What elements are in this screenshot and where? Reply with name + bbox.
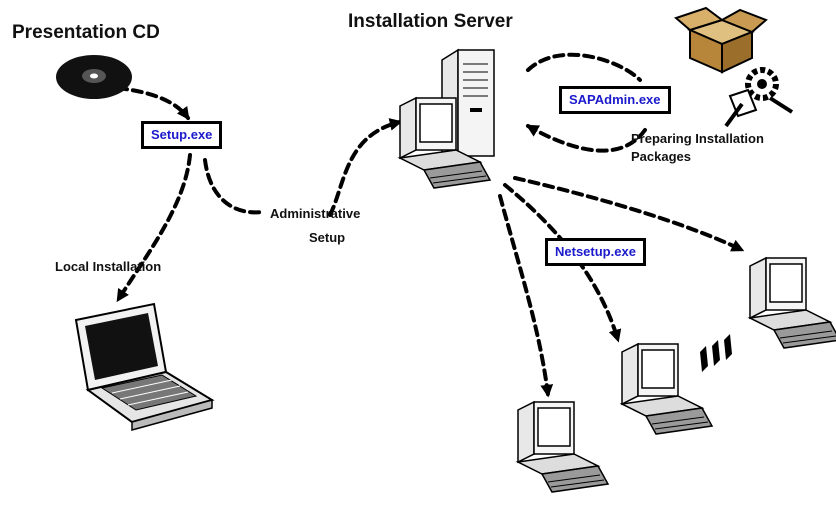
gear-tools-icon bbox=[724, 67, 794, 128]
workstation-icon bbox=[749, 257, 836, 349]
setup-exe-label: Setup.exe bbox=[141, 121, 223, 149]
server-icon bbox=[399, 48, 495, 189]
laptop-icon bbox=[74, 302, 215, 431]
workstation-icon bbox=[517, 401, 609, 493]
workstation-icon bbox=[621, 343, 713, 435]
ellipsis-marks bbox=[700, 334, 732, 372]
connector-lines bbox=[116, 52, 745, 398]
sapadmin-exe-label: SAPAdmin.exe bbox=[559, 86, 671, 114]
administrative-setup-label: Administrative bbox=[270, 206, 361, 221]
preparing-installation-label-line2: Packages bbox=[631, 149, 691, 164]
local-installation-label: Local Installation bbox=[55, 259, 162, 274]
administrative-setup-label-line2: Setup bbox=[309, 230, 346, 245]
cd-icon bbox=[56, 55, 132, 99]
preparing-installation-label: Preparing Installation bbox=[631, 131, 764, 146]
installation-server-title: Installation Server bbox=[348, 11, 513, 32]
package-box-icon bbox=[674, 6, 768, 74]
netsetup-exe-label: Netsetup.exe bbox=[545, 238, 646, 266]
presentation-cd-title: Presentation CD bbox=[12, 22, 160, 43]
